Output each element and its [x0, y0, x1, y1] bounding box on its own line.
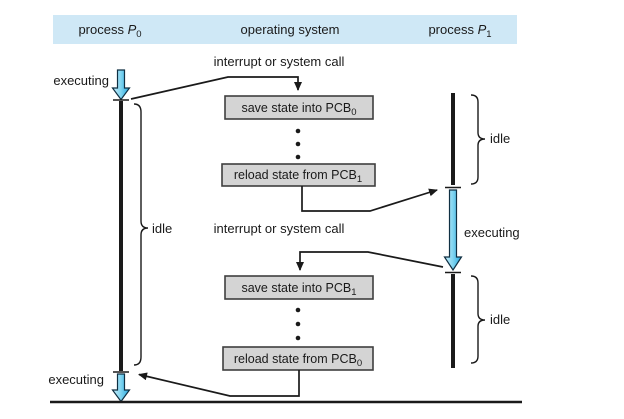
p1-idle-bottom-brace [470, 275, 486, 364]
p1-idle-top-label: idle [490, 131, 510, 146]
p1-idle-top-brace [470, 94, 486, 185]
p1-executing-arrow-icon [443, 189, 463, 272]
box-reload-state-pcb1 [221, 163, 376, 187]
p0-idle-label: idle [152, 221, 172, 236]
box-reload-state-pcb0 [222, 346, 374, 371]
header-process-p0: process P0 [78, 22, 141, 40]
p0-executing-bottom-label: executing [48, 372, 104, 387]
ellipsis-dots-top [295, 128, 301, 160]
box-reload-state-pcb0-label: reload state from PCB0 [234, 352, 362, 369]
flow-reload0-to-p0-arrow [138, 370, 300, 397]
p0-executing-top-arrow-icon [111, 69, 131, 101]
p0-executing-top-label: executing [53, 73, 109, 88]
header-process-p1: process P1 [428, 22, 491, 40]
box-reload-state-pcb1-label: reload state from PCB1 [234, 168, 362, 185]
header-operating-system: operating system [241, 22, 340, 37]
flow-reload1-to-p1-arrow [301, 186, 438, 212]
box-save-state-pcb0 [224, 95, 374, 120]
interrupt-top-label: interrupt or system call [214, 54, 345, 69]
p0-idle-brace [133, 103, 149, 366]
flow-p0-to-save0-arrow [130, 76, 302, 100]
flow-p1-to-save1-arrow [296, 251, 444, 271]
p1-idle-bottom-label: idle [490, 312, 510, 327]
box-save-state-pcb1-label: save state into PCB1 [241, 281, 356, 298]
header-bar [53, 15, 517, 44]
interrupt-bottom-label: interrupt or system call [214, 221, 345, 236]
p0-executing-bottom-arrow-icon [111, 373, 131, 403]
box-save-state-pcb1 [224, 275, 374, 300]
ellipsis-dots-bottom [295, 307, 301, 341]
p1-executing-label: executing [464, 225, 520, 240]
box-save-state-pcb0-label: save state into PCB0 [241, 101, 356, 118]
